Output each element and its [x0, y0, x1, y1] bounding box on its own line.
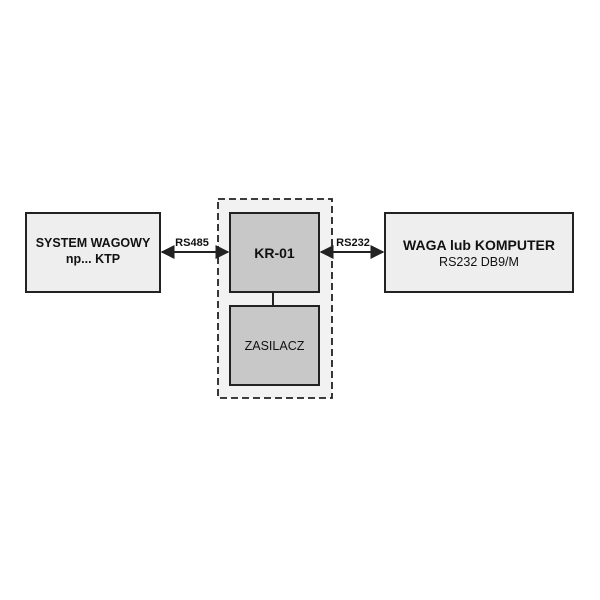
block-weighing-system-line1: SYSTEM WAGOWY: [36, 236, 151, 250]
block-scale-or-computer-line1: WAGA lub KOMPUTER: [403, 237, 555, 253]
block-weighing-system: SYSTEM WAGOWY np... KTP: [25, 212, 161, 293]
block-kr01-box: [229, 212, 320, 293]
link-rs485-label: RS485: [175, 237, 209, 249]
block-kr01: KR-01: [229, 212, 320, 293]
link-rs232-label: RS232: [336, 237, 370, 249]
block-weighing-system-box: [25, 212, 161, 293]
block-power-supply-label: ZASILACZ: [245, 339, 305, 353]
block-scale-or-computer-line2: RS232 DB9/M: [439, 255, 519, 269]
block-weighing-system-line2: np... KTP: [66, 252, 120, 266]
block-scale-or-computer: WAGA lub KOMPUTER RS232 DB9/M: [384, 212, 574, 293]
block-scale-or-computer-box: [384, 212, 574, 293]
block-power-supply-box: [229, 305, 320, 386]
block-kr01-label: KR-01: [254, 245, 295, 261]
block-power-supply: ZASILACZ: [229, 305, 320, 386]
